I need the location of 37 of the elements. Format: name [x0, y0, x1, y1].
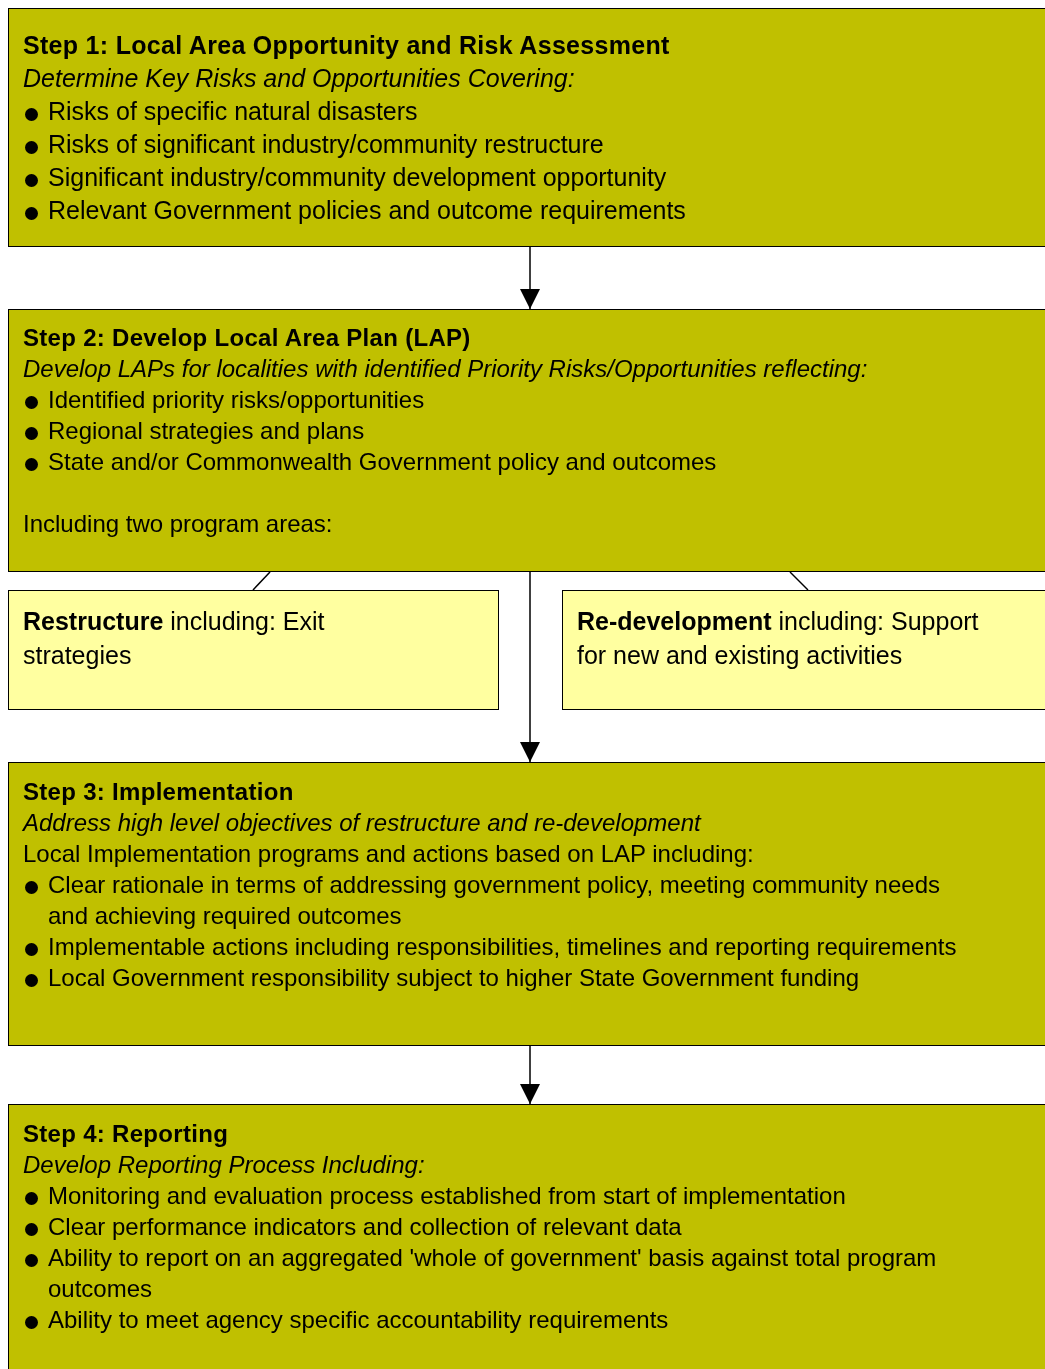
box-text: Restructure including: Exit strategies: [23, 606, 326, 671]
step-heading: Step 1: Local Area Opportunity and Risk Assessment: [23, 30, 671, 61]
step-box: [8, 762, 1045, 1046]
step-subheading: Determine Key Risks and Opportunities Covering:: [23, 63, 576, 94]
bullet-item: Implementable actions including responsibilities, timelines and reporting requirements: [23, 931, 977, 962]
bullet-item: Ability to meet agency specific accountability requirements: [23, 1304, 977, 1335]
box-text: Re-development including: Support for new and existing activities: [577, 606, 980, 671]
bullet-item: Ability to report on an aggregated 'whole of government' basis against total program outcomes: [23, 1242, 977, 1304]
arrow: [520, 246, 540, 310]
bullet-item: State and/or Commonwealth Government policy and outcomes: [23, 446, 977, 477]
bullet-item: Local Government responsibility subject to higher State Government funding: [23, 962, 977, 993]
step-subheading: Address high level objectives of restructure and re-development: [23, 808, 703, 838]
arrow: [520, 571, 540, 763]
program-area-box: [562, 590, 1045, 710]
box-text: Local Implementation programs and actions based on LAP including:: [23, 839, 755, 869]
program-area-box: [8, 590, 499, 710]
bullet-item: Monitoring and evaluation process established from start of implementation: [23, 1180, 977, 1211]
bullet-item: Regional strategies and plans: [23, 415, 977, 446]
step-box: [8, 309, 1045, 572]
bullet-item: Identified priority risks/opportunities: [23, 384, 977, 415]
bullet-item: Relevant Government policies and outcome requirements: [23, 194, 977, 227]
step-heading: Step 2: Develop Local Area Plan (LAP): [23, 323, 472, 353]
connector-line: [252, 571, 271, 591]
step-heading: Step 4: Reporting: [23, 1119, 230, 1149]
step-subheading: Develop LAPs for localities with identified Priority Risks/Opportunities reflecting:: [23, 354, 869, 384]
bullet-item: Risks of specific natural disasters: [23, 95, 977, 128]
bullet-item: Significant industry/community development opportunity: [23, 161, 977, 194]
step-heading: Step 3: Implementation: [23, 777, 295, 807]
connector-line: [789, 571, 809, 591]
bullet-item: Clear performance indicators and collection of relevant data: [23, 1211, 977, 1242]
arrow: [520, 1045, 540, 1105]
step-box: [8, 8, 1045, 247]
step-box: [8, 1104, 1045, 1369]
step-subheading: Develop Reporting Process Including:: [23, 1150, 426, 1180]
bullet-item: Risks of significant industry/community restructure: [23, 128, 977, 161]
note-text: Including two program areas:: [23, 509, 334, 539]
bullet-item: Clear rationale in terms of addressing government policy, meeting community needs and achieving required outcomes: [23, 869, 977, 931]
